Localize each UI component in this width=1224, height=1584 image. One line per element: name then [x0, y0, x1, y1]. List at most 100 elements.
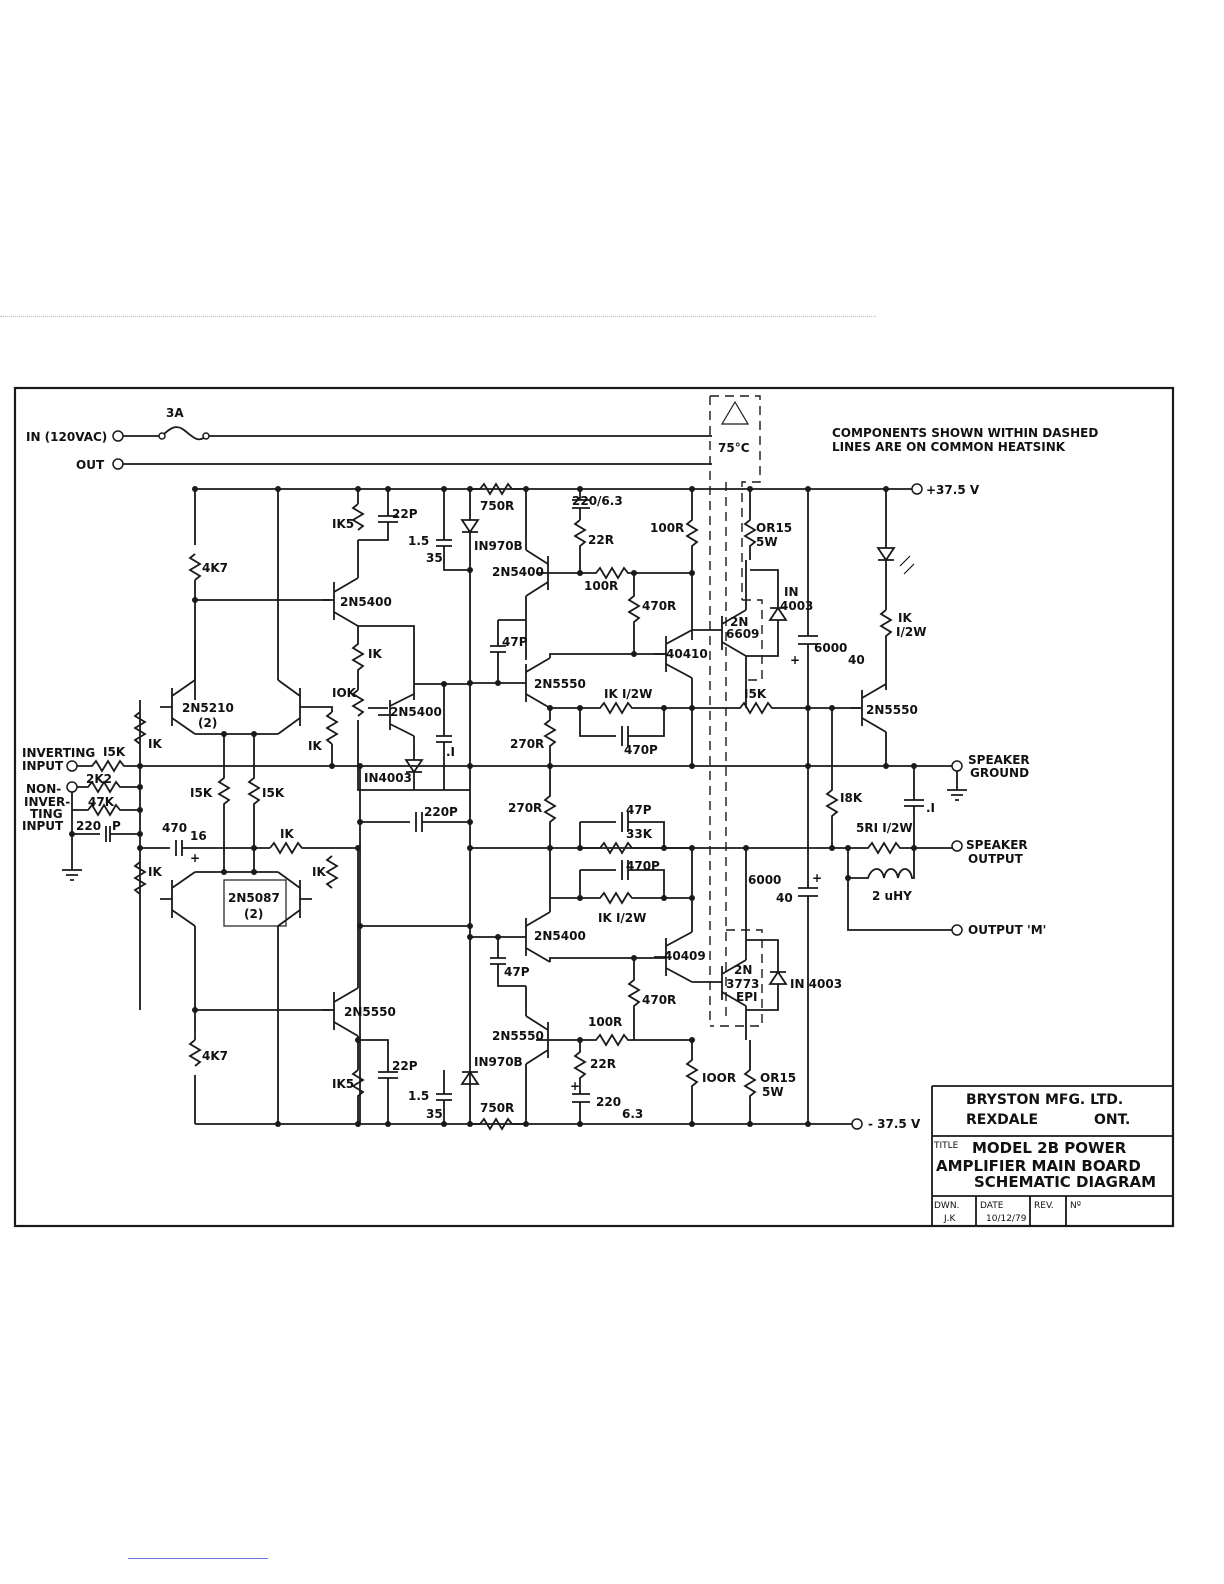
thermal-label: 75°C	[718, 441, 750, 455]
c-22p-top-label: 22P	[392, 507, 418, 521]
led-icon	[899, 555, 915, 575]
drawing-title-1: MODEL 2B POWER	[972, 1139, 1127, 1157]
q-2n5400-b-label: 2N5400	[390, 705, 442, 719]
protection-section: IK I/2W 2N5550 I8K	[825, 489, 926, 848]
ac-input: 3A IN (120VAC) OUT	[26, 406, 712, 472]
speaker-ground-label-1: SPEAKER	[968, 753, 1030, 767]
c-22p-bot-label: 22P	[392, 1059, 418, 1073]
speaker-ground-icon	[947, 771, 967, 801]
vneg-label: - 37.5 V	[868, 1117, 921, 1131]
r-15k-fb-label: I5K	[744, 687, 767, 701]
noninv-label-2: INVER-	[24, 795, 70, 809]
c-220-63-bot-a: 220	[596, 1095, 621, 1109]
q-6609-label-a: 2N	[730, 615, 748, 629]
title-block: BRYSTON MFG. LTD. REXDALE ONT. TITLE MOD…	[931, 1085, 1173, 1226]
r-33k-label: 33K	[626, 827, 653, 841]
scan-artifact-line	[0, 316, 876, 317]
q-6609-label-b: 6609	[726, 627, 759, 641]
r-18k-label: I8K	[840, 791, 863, 805]
q-40409-label: 40409	[664, 949, 706, 963]
c-6000-top-a: 6000	[814, 641, 847, 655]
output-m-terminal[interactable]	[951, 924, 963, 936]
c-47p-b-label: 47P	[626, 803, 652, 817]
speaker-ground-label-2: GROUND	[970, 766, 1029, 780]
r-1k-half-b-label: IK I/2W	[598, 911, 646, 925]
r-1k-led-a: IK	[898, 611, 912, 625]
c-15-35-top-b: 35	[426, 551, 443, 565]
date-value: 10/12/79	[986, 1214, 1027, 1224]
c-470p-a-label: 470P	[624, 743, 658, 757]
company-city: REXDALE	[966, 1112, 1038, 1128]
r-4k7-bot-label: 4K7	[202, 1049, 228, 1063]
c-6000-bot-a: 6000	[748, 873, 781, 887]
r-or15-top-b: 5W	[756, 535, 778, 549]
d-4003-bot-label: IN 4003	[790, 977, 842, 991]
r-750-top-label: 750R	[480, 499, 514, 513]
r-5r1-label: 5RI I/2W	[856, 821, 913, 835]
r-1k-l1-label: IK	[148, 737, 162, 751]
r-15k-input-label: I5K	[103, 745, 126, 759]
ac-out-terminal[interactable]	[112, 458, 124, 470]
company-name: BRYSTON MFG. LTD.	[966, 1092, 1123, 1108]
output-m-label: OUTPUT 'M'	[968, 923, 1046, 937]
c-6000-bot-b: 40	[776, 891, 793, 905]
l-2uhy-label: 2 uHY	[872, 889, 912, 903]
input-ground-icon	[62, 869, 82, 881]
q-2n5400-a-label: 2N5400	[340, 595, 392, 609]
drawing-title-2: AMPLIFIER MAIN BOARD	[936, 1157, 1141, 1175]
q-2n5550-a-label: 2N5550	[344, 1005, 396, 1019]
q-2n5550-d-label: 2N5550	[866, 703, 918, 717]
output-network: SPEAKER GROUND .I 5RI I/2W SPEAKER OUTPU…	[470, 753, 1046, 937]
d-4003-top-b: 4003	[780, 599, 813, 613]
thermal-switch-icon	[720, 400, 750, 425]
r-4k7-top-label: 4K7	[202, 561, 228, 575]
c-220-63-bot-plus: +	[570, 1079, 580, 1093]
d-4003-top-a: IN	[784, 585, 799, 599]
q-2n5210-count: (2)	[198, 716, 217, 730]
r-1k-led-b: I/2W	[896, 625, 926, 639]
c-220-63-bot-b: 6.3	[622, 1107, 643, 1121]
q-3773-label-c: EPI	[736, 990, 757, 1004]
fuse-symbol	[161, 426, 207, 441]
c-470-16-label-a: 470	[162, 821, 187, 835]
c-220p-label: 220P	[424, 805, 458, 819]
r-470-a-label: 470R	[642, 599, 676, 613]
speaker-ground-terminal[interactable]	[951, 760, 963, 772]
r-1k-bias-label: IK	[368, 647, 382, 661]
r-100-c-label: 100R	[650, 521, 684, 535]
r-15k-b-label: I5K	[262, 786, 285, 800]
speaker-output-terminal[interactable]	[951, 840, 963, 852]
dwn-value: J.K	[943, 1214, 957, 1224]
r-15k-a-label: I5K	[190, 786, 213, 800]
q-2n5550-b-label: 2N5550	[534, 677, 586, 691]
r-470-b-label: 470R	[642, 993, 676, 1007]
noninverting-input-terminal[interactable]	[66, 781, 78, 793]
r-1k-l4-label: IK	[312, 865, 326, 879]
speaker-output-label-2: OUTPUT	[968, 852, 1024, 866]
vpos-terminal[interactable]	[911, 483, 923, 495]
r-100-b-label: 100R	[588, 1015, 622, 1029]
vneg-terminal[interactable]	[851, 1118, 863, 1130]
r-47k-label: 47K	[88, 795, 115, 809]
z-bot-label: IN970B	[474, 1055, 523, 1069]
r-22-top-label: 22R	[588, 533, 614, 547]
r-1k-l3-label: IK	[148, 865, 162, 879]
c-470p-b-label: 470P	[626, 859, 660, 873]
ac-in-terminal[interactable]	[112, 430, 124, 442]
c-47p-a-label: 47P	[502, 635, 528, 649]
r-100-d-label: IOOR	[702, 1071, 736, 1085]
r-270-a-label: 270R	[510, 737, 544, 751]
dwn-label: DWN.	[934, 1201, 959, 1211]
r-1k-mid-label: IK	[280, 827, 294, 841]
q-2n5087-label: 2N5087	[228, 891, 280, 905]
ac-out-label: OUT	[76, 458, 105, 472]
q-2n5400-c-label: 2N5400	[492, 565, 544, 579]
c-6000-bot-plus: +	[812, 871, 822, 885]
r-or15-bot-b: 5W	[762, 1085, 784, 1099]
vas-stage: 2N5400 IK5 22P IK IOK 2N5400 IN4003 .I 2…	[322, 489, 470, 1124]
c-01-bias-label: .I	[446, 745, 455, 759]
r-100-a-label: 100R	[584, 579, 618, 593]
q-3773-label-a: 2N	[734, 963, 752, 977]
inverting-label-1: INVERTING	[22, 746, 95, 760]
inverting-input-terminal[interactable]	[66, 760, 78, 772]
